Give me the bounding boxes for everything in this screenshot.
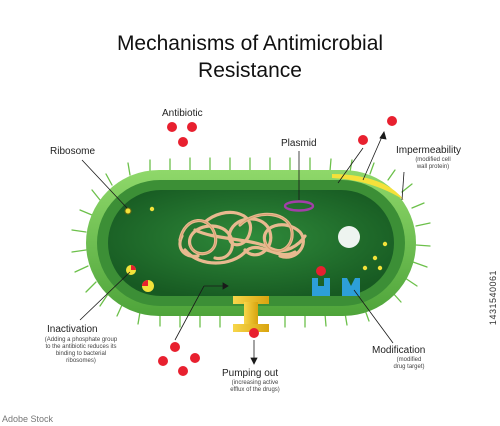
modification-label: Modification <box>372 345 426 356</box>
diagram-title: Mechanisms of Antimicrobial Resistance <box>0 30 500 84</box>
pointer-lines <box>79 151 405 360</box>
modified-wall-protein <box>332 174 404 200</box>
ribosomes <box>124 206 388 271</box>
blocked-antibiotic <box>316 266 326 276</box>
pumping-out-detail: (increasing active efflux of the drugs) <box>216 380 294 394</box>
modification-detail: (modified drug target) <box>380 357 438 371</box>
direction-arrows <box>222 131 387 365</box>
pumping-out-detail-line-1: (increasing active <box>231 380 279 386</box>
inactivation-detail-line-4: ribosomes) <box>66 358 96 364</box>
inactivation-complex <box>126 265 154 292</box>
impermeability-detail-line-1: (modified cell <box>415 157 451 163</box>
impermeability-detail-line-2: wall protein) <box>416 164 450 170</box>
efflux-pump <box>233 296 269 332</box>
inactivation-detail: (Adding a phosphate group to the antibio… <box>28 337 134 365</box>
stock-image-id: 1431540061 <box>488 270 498 326</box>
impermeability-detail: (modified cell wall protein) <box>398 157 468 171</box>
modification-detail-line-2: drug target) <box>393 364 425 370</box>
impermeability-label: Impermeability <box>396 145 462 156</box>
pumping-out-detail-line-2: efflux of the drugs) <box>230 387 280 393</box>
title-line-2: Resistance <box>198 59 302 82</box>
antibiotic-label: Antibiotic <box>162 108 203 119</box>
pili <box>71 157 431 328</box>
stock-watermark: Adobe Stock <box>2 414 54 424</box>
antibiotic-molecules <box>158 116 397 376</box>
ribosome-label: Ribosome <box>50 146 96 157</box>
inactivation-detail-line-3: binding to bacterial <box>55 351 107 357</box>
inactivation-detail-line-1: (Adding a phosphate group <box>44 337 118 343</box>
storage-granule <box>338 226 360 248</box>
pumping-out-label: Pumping out <box>222 368 279 379</box>
plasmid-label: Plasmid <box>281 138 317 149</box>
pumped-antibiotic <box>249 328 259 338</box>
title-line-1: Mechanisms of Antimicrobial <box>116 32 384 55</box>
inactivation-label: Inactivation <box>47 324 98 335</box>
modification-detail-line-1: (modified <box>396 357 422 363</box>
plasmid-ring <box>283 200 315 212</box>
inactivation-detail-line-2: to the antibiotic reduces its <box>45 344 117 350</box>
